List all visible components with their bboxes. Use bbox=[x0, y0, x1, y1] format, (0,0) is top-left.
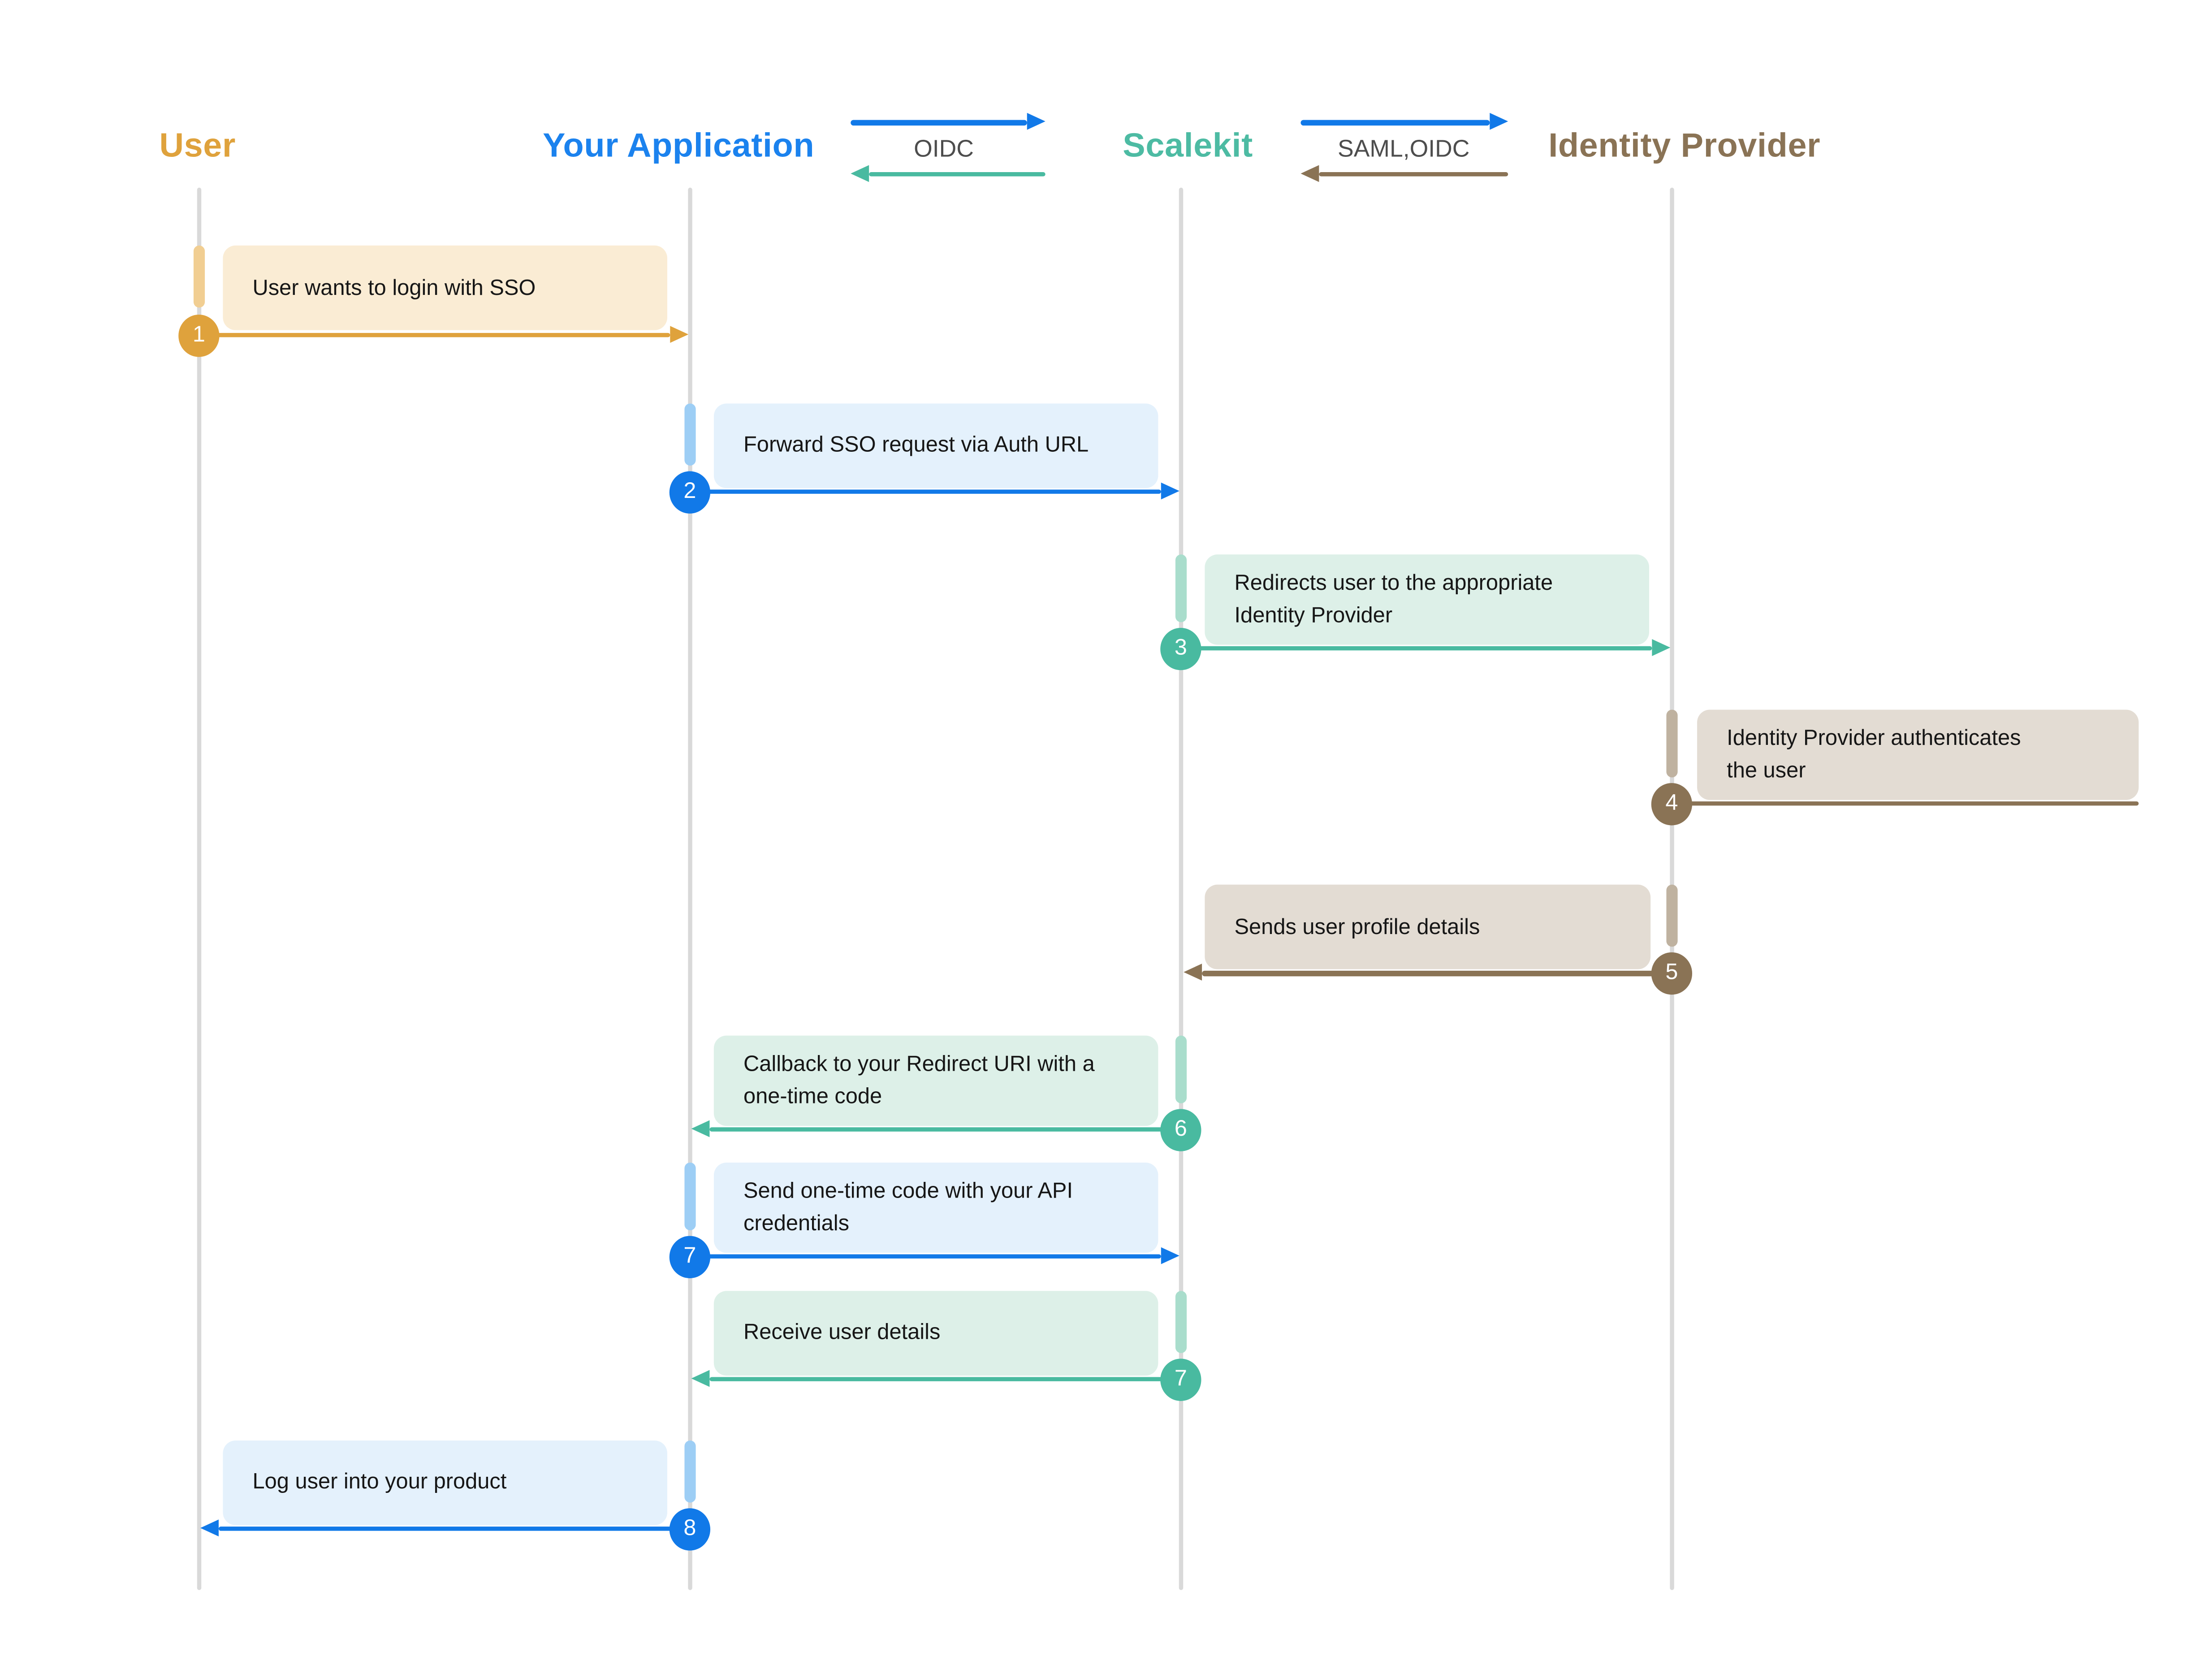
message-text: Sends user profile details bbox=[1234, 915, 1480, 939]
message-box: Log user into your product bbox=[223, 1440, 668, 1525]
activation-bar bbox=[1175, 554, 1186, 622]
sequence-badge: 2 bbox=[669, 470, 711, 513]
message-text: Identity Provider authenticates bbox=[1727, 726, 2021, 750]
activation-bar bbox=[1175, 1035, 1186, 1103]
lifeline-user bbox=[197, 187, 201, 1590]
saml-forward-arrow bbox=[1300, 120, 1490, 125]
sequence-badge: 1 bbox=[178, 314, 220, 356]
message-arrow bbox=[199, 333, 670, 337]
message-underline bbox=[1672, 801, 2139, 806]
right-arrowhead-icon bbox=[1027, 113, 1046, 130]
message-box: Send one-time code with your API credent… bbox=[713, 1162, 1158, 1252]
message-text: User wants to login with SSO bbox=[252, 276, 536, 300]
message-arrow bbox=[1202, 971, 1672, 976]
message-box: Identity Provider authenticates the user bbox=[1697, 709, 2139, 800]
left-arrowhead-icon bbox=[691, 1120, 710, 1137]
sequence-badge: 5 bbox=[1651, 952, 1693, 995]
activation-bar bbox=[684, 402, 696, 465]
actor-label-scalekit: Scalekit bbox=[1123, 127, 1253, 165]
message-text: Redirects user to the appropriate bbox=[1234, 571, 1553, 595]
message-box: User wants to login with SSO bbox=[223, 245, 668, 330]
message-arrow bbox=[218, 1526, 690, 1531]
activation-bar bbox=[193, 245, 204, 308]
message-box: Forward SSO request via Auth URL bbox=[713, 402, 1158, 488]
activation-bar bbox=[1175, 1290, 1186, 1353]
protocol-label-oidc: OIDC bbox=[914, 135, 974, 163]
activation-bar bbox=[684, 1440, 696, 1502]
sequence-badge: 4 bbox=[1651, 782, 1693, 825]
right-arrowhead-icon bbox=[1490, 113, 1508, 130]
saml-back-arrow bbox=[1319, 172, 1508, 177]
left-arrowhead-icon bbox=[1300, 164, 1319, 182]
message-arrow bbox=[709, 1376, 1181, 1382]
message-box: Sends user profile details bbox=[1205, 884, 1651, 969]
activation-bar bbox=[684, 1162, 696, 1230]
right-arrowhead-icon bbox=[1161, 482, 1179, 499]
message-arrow bbox=[709, 1127, 1181, 1132]
left-arrowhead-icon bbox=[851, 164, 869, 182]
message-text: one-time code bbox=[743, 1084, 882, 1108]
sequence-badge: 7 bbox=[669, 1235, 711, 1278]
message-box: Receive user details bbox=[713, 1290, 1158, 1375]
message-text: Send one-time code with your API bbox=[743, 1179, 1073, 1203]
message-text: Log user into your product bbox=[252, 1470, 507, 1494]
oidc-forward-arrow bbox=[851, 120, 1027, 125]
message-text: Receive user details bbox=[743, 1320, 941, 1345]
message-arrow bbox=[690, 1254, 1161, 1259]
right-arrowhead-icon bbox=[1161, 1246, 1179, 1264]
lifeline-scalekit bbox=[1179, 187, 1183, 1590]
sequence-badge: 6 bbox=[1160, 1108, 1201, 1151]
message-text: Forward SSO request via Auth URL bbox=[743, 433, 1089, 457]
message-text: Identity Provider bbox=[1234, 603, 1393, 627]
right-arrowhead-icon bbox=[670, 325, 689, 342]
left-arrowhead-icon bbox=[691, 1369, 710, 1387]
sequence-badge: 3 bbox=[1160, 627, 1201, 670]
actor-label-your-application: Your Application bbox=[543, 127, 815, 165]
left-arrowhead-icon bbox=[1184, 964, 1202, 981]
left-arrowhead-icon bbox=[200, 1519, 219, 1536]
message-text: the user bbox=[1727, 758, 1806, 783]
activation-bar bbox=[1666, 884, 1677, 947]
sequence-badge: 8 bbox=[669, 1507, 711, 1550]
message-arrow bbox=[690, 489, 1161, 494]
protocol-label-saml-oidc: SAML,OIDC bbox=[1338, 135, 1470, 163]
right-arrowhead-icon bbox=[1652, 639, 1671, 656]
actor-label-identity-provider: Identity Provider bbox=[1548, 127, 1821, 165]
message-text: Callback to your Redirect URI with a bbox=[743, 1051, 1095, 1076]
activation-bar bbox=[1666, 709, 1677, 777]
message-box: Callback to your Redirect URI with a one… bbox=[713, 1035, 1158, 1125]
actor-label-user: User bbox=[159, 127, 236, 165]
message-text: credentials bbox=[743, 1211, 849, 1236]
message-arrow bbox=[1180, 646, 1652, 651]
message-box: Redirects user to the appropriate Identi… bbox=[1205, 554, 1650, 644]
lifeline-your-application bbox=[688, 187, 692, 1590]
sequence-badge: 7 bbox=[1160, 1358, 1201, 1401]
oidc-back-arrow bbox=[869, 172, 1046, 177]
